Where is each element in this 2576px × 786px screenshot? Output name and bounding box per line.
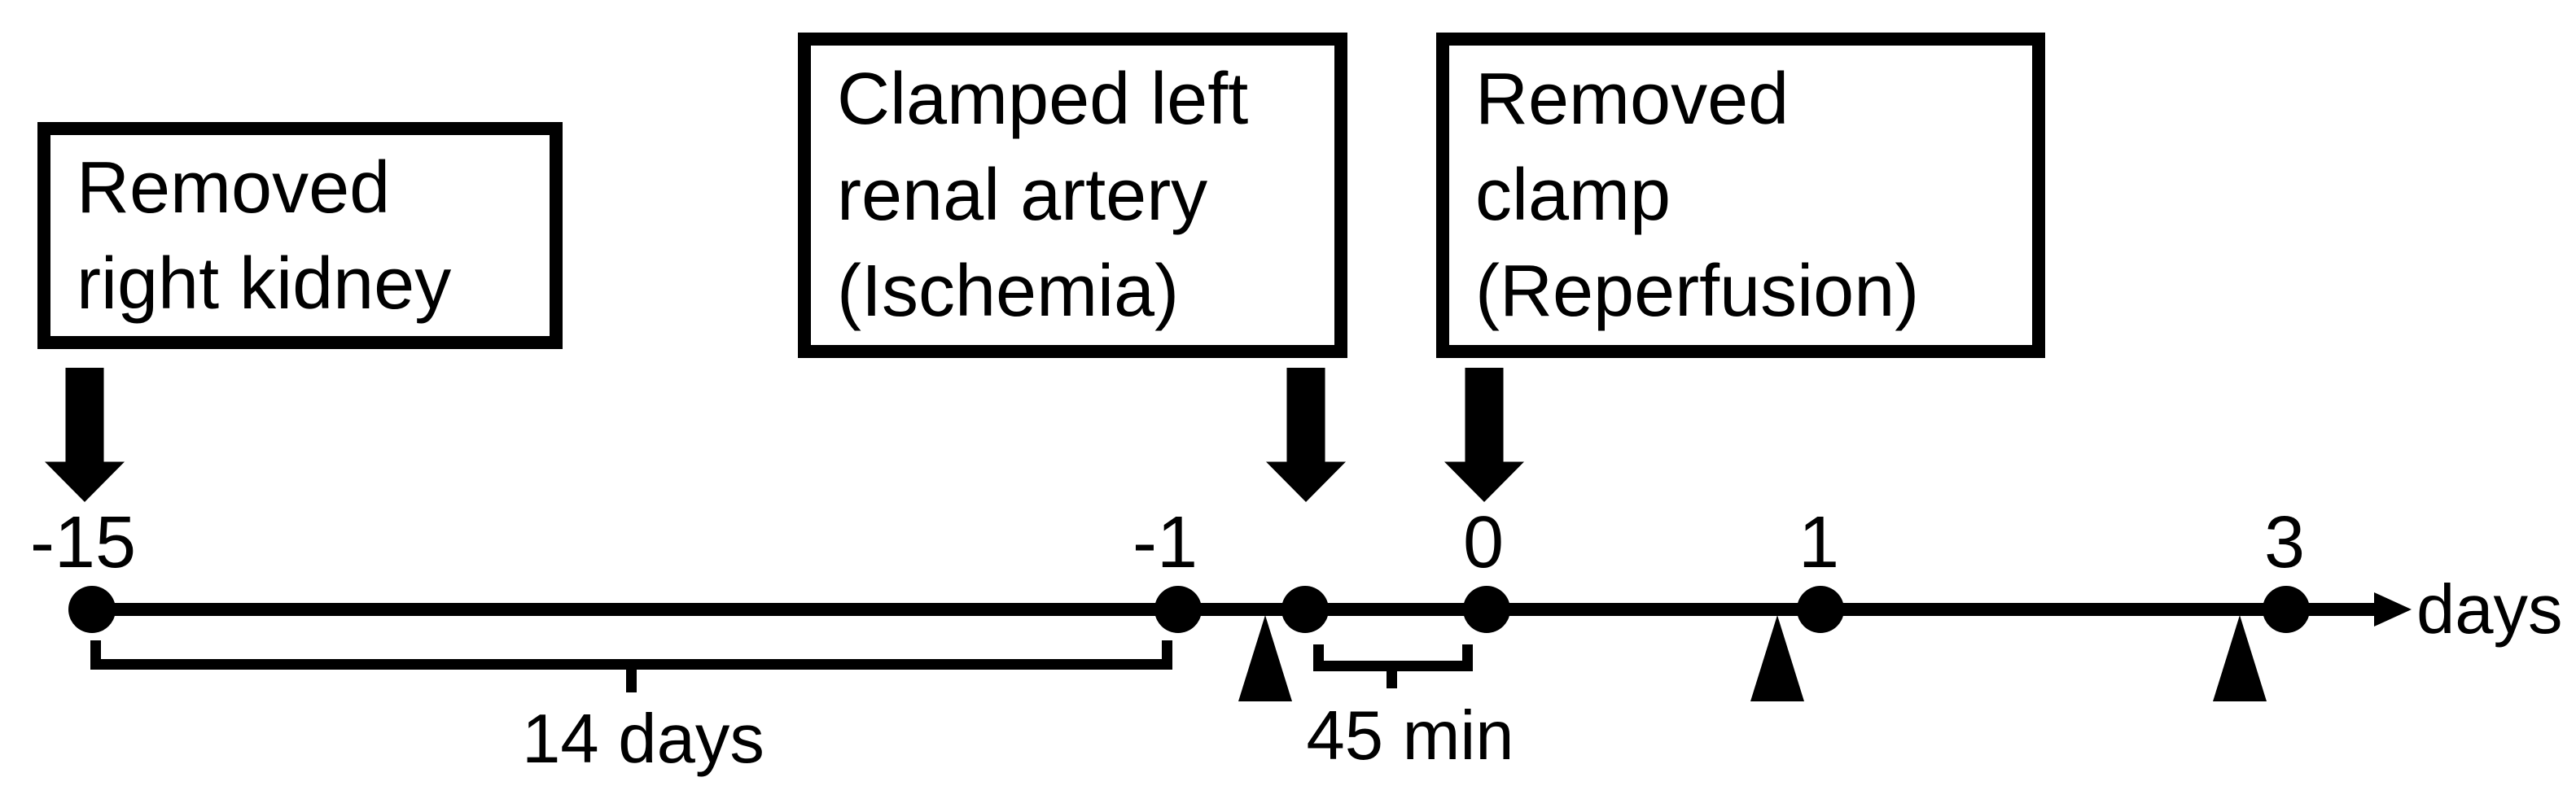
tick-label-three: 3 (2263, 502, 2306, 583)
sample-marker-triangle-icon (2213, 615, 2267, 701)
interval-bracket-center-tick (626, 667, 637, 692)
timeline-point-day-minus15 (68, 586, 116, 633)
event-box-removed-clamp: Removed clamp (Reperfusion) (1436, 33, 2045, 358)
event-box-text-line: renal artery (837, 155, 1208, 236)
tick-label-zero: 0 (1462, 502, 1505, 583)
event-box-text-line: (Ischemia) (837, 251, 1180, 332)
interval-bracket-center-tick (1387, 669, 1397, 688)
event-box-clamped-renal-artery: Clamped left renal artery (Ischemia) (798, 33, 1347, 358)
event-box-text-line: right kidney (77, 242, 452, 325)
event-box-text-line: clamp (1475, 155, 1671, 236)
tick-label-minus1: -1 (1132, 502, 1198, 583)
interval-bracket-14-days (90, 640, 1172, 670)
event-box-text-line: (Reperfusion) (1475, 251, 1920, 332)
down-arrow-icon (45, 368, 125, 502)
timeline-point-day-one (1797, 586, 1844, 633)
timeline-point-ischemia-start (1281, 586, 1329, 633)
axis-arrowhead-icon (2374, 592, 2412, 627)
tick-label-minus15: -15 (29, 502, 137, 583)
interval-bracket-45-min (1313, 644, 1473, 671)
event-box-text-line: Removed (1475, 59, 1790, 140)
tick-label-one: 1 (1798, 502, 1840, 583)
down-arrow-icon (1266, 368, 1346, 502)
event-box-text-line: Removed (77, 146, 391, 229)
sample-marker-triangle-icon (1750, 615, 1804, 701)
down-arrow-icon (1444, 368, 1524, 502)
axis-unit-label: days (2416, 571, 2563, 648)
timeline-point-day-three (2263, 586, 2310, 633)
timeline-point-day-zero (1463, 586, 1510, 633)
event-box-removed-right-kidney: Removed right kidney (37, 122, 563, 349)
sample-marker-triangle-icon (1238, 615, 1292, 701)
event-box-text-line: Clamped left (837, 59, 1249, 140)
timeline-axis (90, 603, 2377, 616)
timeline-point-day-minus1 (1154, 586, 1202, 633)
interval-label-45-min: 45 min (1306, 697, 1514, 775)
interval-label-14-days: 14 days (522, 701, 764, 778)
